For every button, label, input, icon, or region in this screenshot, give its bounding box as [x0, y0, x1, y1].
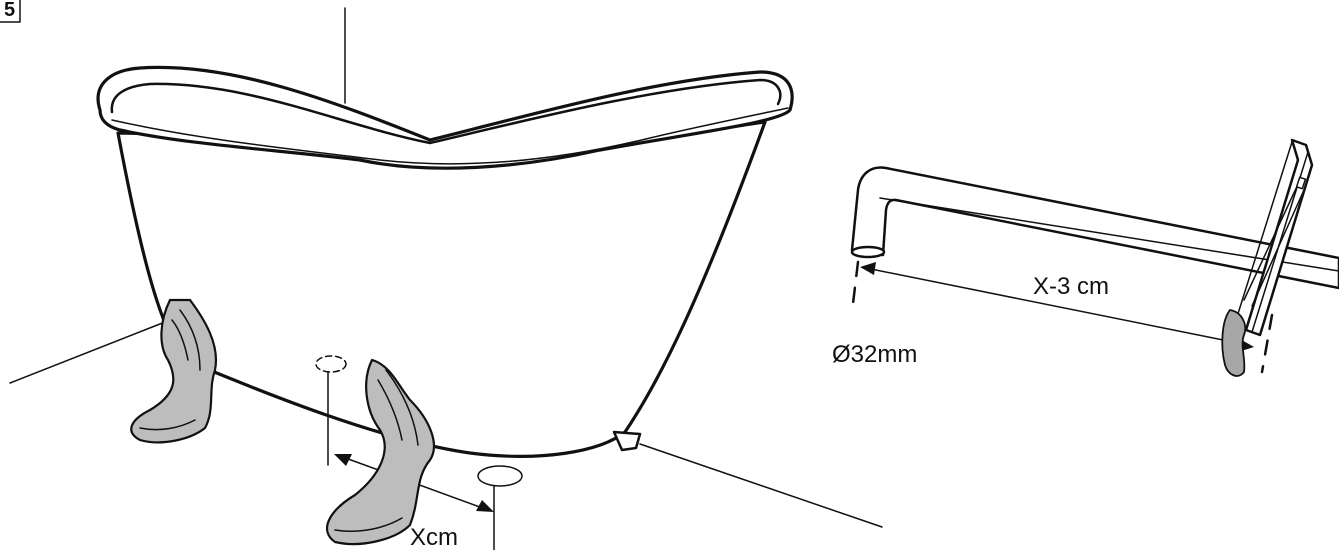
drain-hole-marker [477, 465, 523, 487]
cut-end-marker [1260, 313, 1274, 374]
bathtub-rim-lip [111, 107, 789, 165]
step-number: 5 [4, 0, 15, 21]
bathtub-body [116, 120, 767, 458]
pipe-end-opening [850, 245, 886, 259]
step-badge: 5 [0, 0, 21, 23]
bathtub-rim [96, 65, 794, 170]
claw-foot-back-right [612, 430, 642, 452]
pipe-elbow [850, 166, 1339, 290]
hacksaw-icon [1221, 138, 1314, 377]
hacksaw-grip [1221, 309, 1247, 377]
cut-start-marker [850, 260, 860, 314]
floor-line-left [9, 321, 166, 384]
overflow-position-marker [315, 355, 347, 373]
claw-foot-right-detail [334, 369, 419, 533]
claw-foot-left-detail [139, 309, 201, 431]
cut-length-label: X-3 cm [1033, 273, 1109, 300]
floor-line-right [639, 443, 883, 528]
bathtub-rim-inner [110, 78, 782, 145]
pipe-diameter-label: Ø32mm [832, 341, 917, 368]
drain-distance-label: Xcm [410, 524, 458, 550]
